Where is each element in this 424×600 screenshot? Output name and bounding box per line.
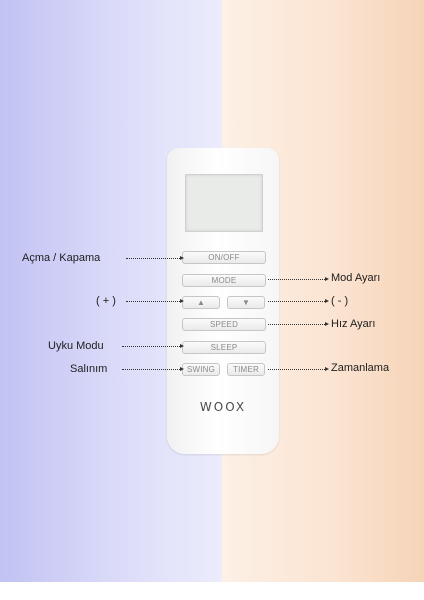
lcd-display	[185, 174, 263, 232]
callout-label-mode: Mod Ayarı	[331, 272, 381, 284]
callout-arrow-speed	[325, 322, 329, 326]
callout-label-speed: Hız Ayarı	[331, 318, 376, 330]
callout-label-on-off: Açma / Kapama	[22, 252, 101, 264]
down-arrow-button[interactable]: ▼	[227, 296, 265, 309]
callout-arrow-mode	[325, 277, 329, 281]
callout-label-swing: Salınım	[70, 363, 108, 375]
mode-button[interactable]: MODE	[182, 274, 266, 287]
callout-arrow-plus	[180, 299, 184, 303]
callout-line-mode	[268, 279, 325, 280]
remote-control: ON/OFF MODE ▲ ▼ SPEED SLEEP SWING TIMER …	[167, 148, 279, 454]
callout-arrow-sleep	[180, 344, 184, 348]
callout-line-on-off	[126, 258, 180, 259]
callout-label-sleep: Uyku Modu	[48, 340, 104, 352]
brand-logo: WOOX	[199, 400, 247, 414]
on-off-button[interactable]: ON/OFF	[182, 251, 266, 264]
callout-label-minus: ( - )	[331, 295, 349, 307]
callout-line-speed	[268, 324, 325, 325]
callout-arrow-timer	[325, 367, 329, 371]
callout-line-minus	[268, 301, 325, 302]
callout-line-timer	[268, 369, 325, 370]
callout-arrow-on-off	[180, 256, 184, 260]
callout-label-plus: ( + )	[96, 295, 116, 307]
callout-arrow-minus	[325, 299, 329, 303]
callout-line-plus	[126, 301, 180, 302]
callout-label-timer: Zamanlama	[331, 362, 390, 374]
speed-button[interactable]: SPEED	[182, 318, 266, 331]
callout-line-swing	[122, 369, 180, 370]
callout-line-sleep	[122, 346, 180, 347]
timer-button[interactable]: TIMER	[227, 363, 265, 376]
up-arrow-button[interactable]: ▲	[182, 296, 220, 309]
sleep-button[interactable]: SLEEP	[182, 341, 266, 354]
swing-button[interactable]: SWING	[182, 363, 220, 376]
callout-arrow-swing	[180, 367, 184, 371]
